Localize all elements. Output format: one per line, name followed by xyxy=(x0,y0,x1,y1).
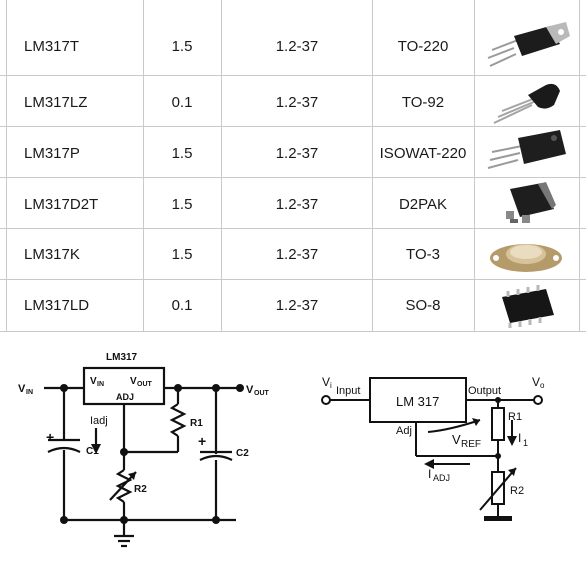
c1-label: C1 xyxy=(86,446,99,457)
current-value: 0.1 xyxy=(171,94,193,111)
column-divider xyxy=(474,0,475,332)
i1-subscript: 1 xyxy=(523,438,528,448)
r1-label: R1 xyxy=(508,411,522,423)
vo-label: V xyxy=(532,375,540,389)
row-divider xyxy=(0,75,586,76)
column-divider xyxy=(372,0,373,332)
c2-polarity: + xyxy=(198,433,206,449)
part-number: LM317T xyxy=(24,38,80,55)
vref-label: V xyxy=(452,432,461,447)
to3-package-icon xyxy=(490,244,562,272)
pin-vout-subscript: OUT xyxy=(137,381,153,388)
r2-label: R2 xyxy=(134,484,147,495)
i1-label: I xyxy=(518,431,521,445)
iadj-label: Iadj xyxy=(90,415,108,427)
vout-label: V xyxy=(246,384,254,396)
vi-subscript: i xyxy=(330,381,332,390)
part-number: LM317LZ xyxy=(24,94,88,111)
iadj-label: I xyxy=(428,467,431,481)
voltage-value: 1.2-37 xyxy=(275,94,319,111)
row-divider xyxy=(0,126,586,127)
input-label: Input xyxy=(336,385,360,397)
output-label: Output xyxy=(468,385,501,397)
pin-vin-subscript: IN xyxy=(97,381,104,388)
pin-adj-label: ADJ xyxy=(116,392,134,402)
voltage-value: 1.2-37 xyxy=(275,246,319,263)
package-name: TO-220 xyxy=(397,38,449,55)
row-divider xyxy=(0,279,586,280)
r1-label: R1 xyxy=(190,418,203,429)
table-border-right xyxy=(579,0,580,332)
lm317-application-schematic: LM317 V IN V IN V OUT ADJ V OUT Iadj R1 … xyxy=(18,352,270,548)
to220-package-icon xyxy=(487,22,570,67)
voltage-value: 1.2-37 xyxy=(275,38,319,55)
regulator-table: LM317T 1.5 1.2-37 TO-220 LM317LZ 0.1 1.2… xyxy=(0,0,586,332)
chip-title: LM317 xyxy=(106,352,138,363)
current-value: 1.5 xyxy=(171,38,193,55)
package-name: TO-92 xyxy=(401,94,445,111)
pin-vin-label: V xyxy=(90,376,97,387)
d2pak-package-icon xyxy=(506,182,556,223)
voltage-value: 1.2-37 xyxy=(275,196,319,213)
current-value: 1.5 xyxy=(171,196,193,213)
current-value: 0.1 xyxy=(171,297,193,314)
part-number: LM317D2T xyxy=(24,196,99,213)
c2-label: C2 xyxy=(236,448,249,459)
part-number: LM317P xyxy=(24,145,80,162)
vo-subscript: o xyxy=(540,381,545,390)
column-divider xyxy=(221,0,222,332)
vin-subscript: IN xyxy=(26,389,33,396)
package-name: D2PAK xyxy=(398,196,448,213)
iadj-subscript: ADJ xyxy=(433,473,450,483)
part-number: LM317LD xyxy=(24,297,90,314)
r2-label: R2 xyxy=(510,485,524,497)
current-value: 1.5 xyxy=(171,145,193,162)
vout-subscript: OUT xyxy=(254,390,270,397)
vref-subscript: REF xyxy=(461,439,481,450)
package-name: ISOWAT-220 xyxy=(379,145,467,162)
voltage-value: 1.2-37 xyxy=(275,297,319,314)
voltage-value: 1.2-37 xyxy=(275,145,319,162)
current-value: 1.5 xyxy=(171,246,193,263)
row-divider xyxy=(0,228,586,229)
vi-label: V xyxy=(322,375,330,389)
chip-label: LM 317 xyxy=(396,394,439,409)
lm317-voltage-divider-schematic: V i Input LM 317 Output V o Adj V REF R1… xyxy=(321,375,545,521)
row-divider xyxy=(0,331,586,332)
package-name: SO-8 xyxy=(405,297,441,314)
isowatt220-package-icon xyxy=(487,130,566,169)
c1-polarity: + xyxy=(46,429,54,445)
part-number: LM317K xyxy=(24,246,80,263)
to92-package-icon xyxy=(493,83,560,124)
column-divider xyxy=(143,0,144,332)
row-divider xyxy=(0,177,586,178)
package-name: TO-3 xyxy=(406,246,440,263)
adj-label: Adj xyxy=(396,425,412,437)
table-border-left xyxy=(6,0,7,332)
pin-vout-label: V xyxy=(130,376,137,387)
so8-package-icon xyxy=(502,285,554,328)
vin-label: V xyxy=(18,383,26,395)
